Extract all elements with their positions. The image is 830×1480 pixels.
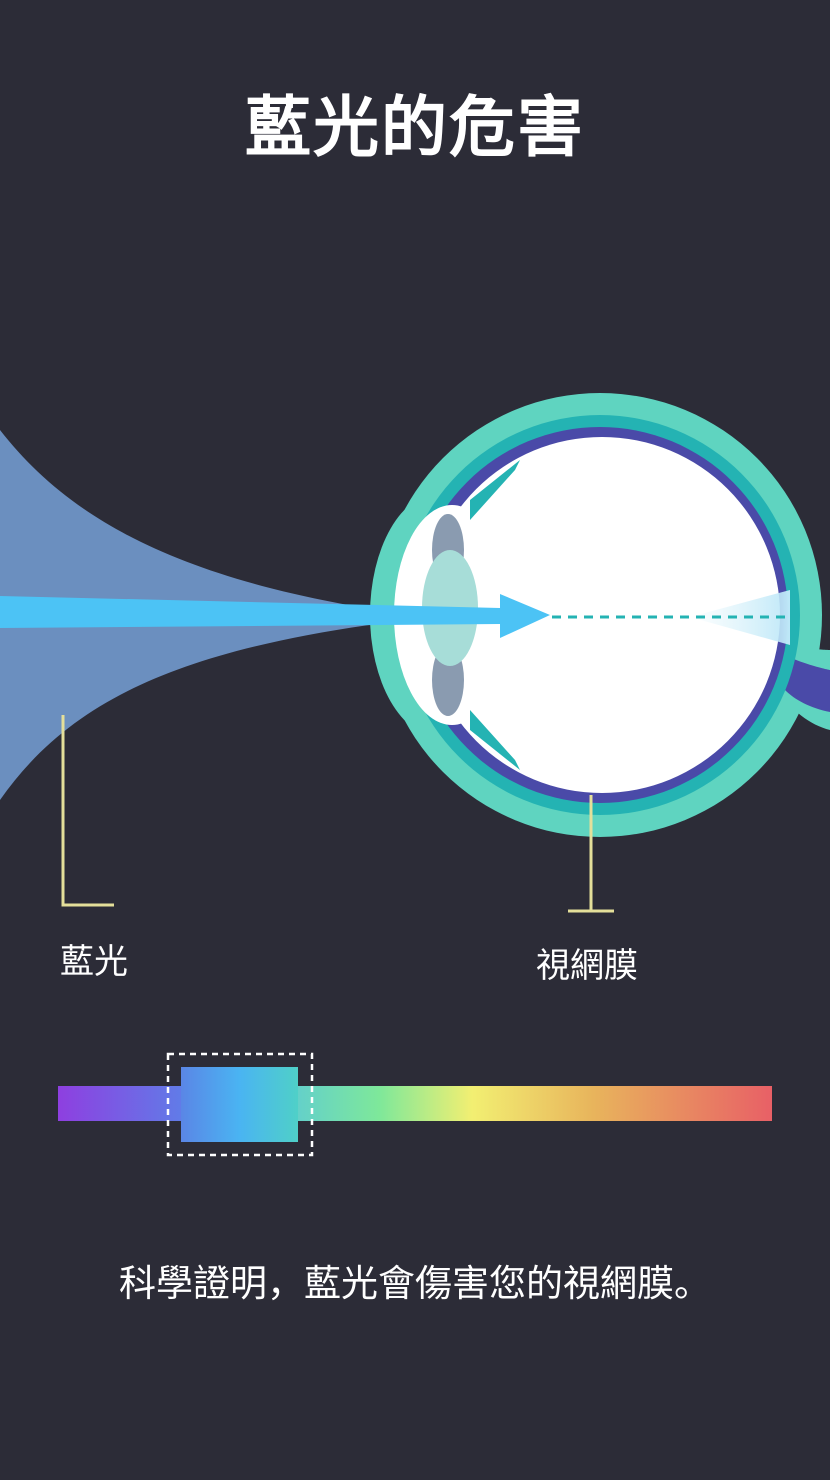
caption: 科學證明，藍光會傷害您的視網膜。 — [119, 1262, 711, 1305]
blue-band — [181, 1067, 298, 1142]
blue-light-pointer — [61, 715, 114, 907]
spectrum-bar — [58, 1086, 772, 1121]
blue-light-label: 藍光 — [60, 942, 128, 982]
page-title: 藍光的危害 — [245, 89, 585, 166]
retina-glow — [690, 590, 790, 645]
light-beam — [0, 594, 550, 638]
eye-diagram — [0, 393, 830, 1157]
eyeball — [370, 393, 830, 837]
blue-band-highlight — [166, 1052, 314, 1157]
retina-label: 視網膜 — [536, 946, 638, 986]
retina-pointer — [568, 795, 614, 913]
